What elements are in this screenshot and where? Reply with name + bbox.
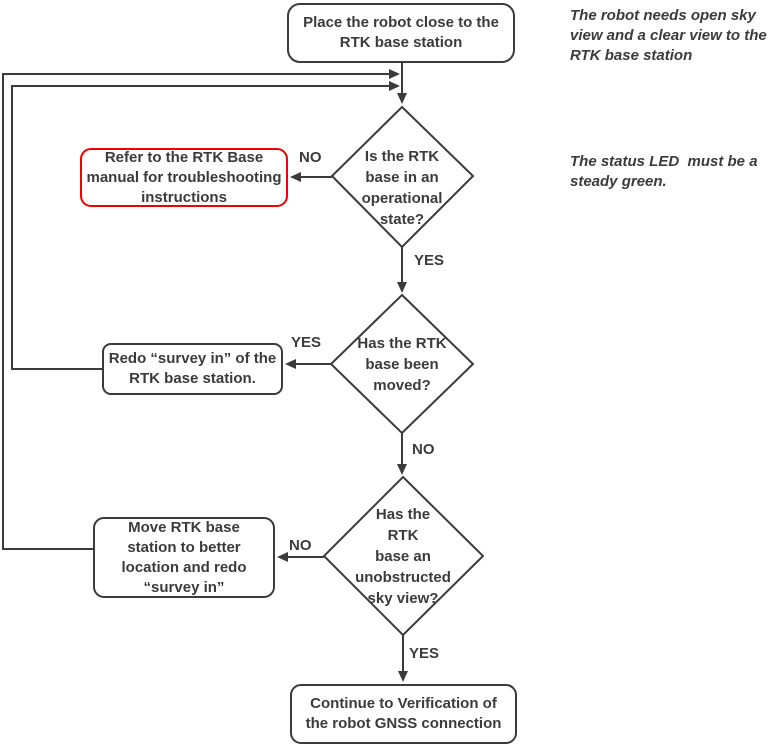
decision1-label: Is the RTK base in an operational state? xyxy=(361,148,443,228)
edge-label-no-moved: NO xyxy=(412,441,435,458)
decision2-label: Has the RTK base been moved? xyxy=(357,335,447,394)
error-node: Refer to the RTK Base manual for trouble… xyxy=(80,148,288,207)
note-open-sky-view: The robot needs open sky view and a clea… xyxy=(570,7,767,64)
note-status-led: The status LED must be a steady green. xyxy=(570,153,758,190)
edge-label-no-skyview: NO xyxy=(289,537,312,554)
redo-survey-node: Redo “survey in” of the RTK base station… xyxy=(102,343,283,395)
edge-label-yes-skyview: YES xyxy=(409,645,440,662)
edge-label-yes-operational: YES xyxy=(414,252,445,269)
move-station-node: Move RTK base station to better location… xyxy=(93,517,275,598)
end-node: Continue to Verification of the robot GN… xyxy=(290,684,517,744)
start-node: Place the robot close to the RTK base st… xyxy=(287,3,515,63)
decision3-label: Has the RTK base an unobstructed sky vie… xyxy=(355,506,451,607)
edge-label-no-operational: NO xyxy=(299,149,322,166)
edge-label-yes-moved: YES xyxy=(291,334,322,351)
